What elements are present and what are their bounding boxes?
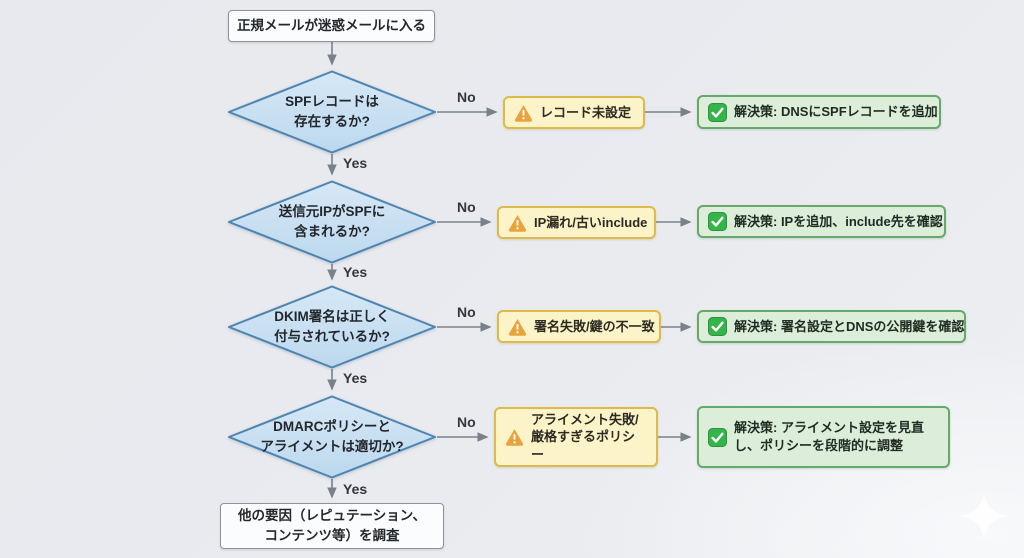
question-line: アライメントは適切か? xyxy=(260,439,404,454)
warning-triangle-icon xyxy=(508,214,527,232)
warning-label: レコード未設定 xyxy=(540,104,632,120)
decision-dkim-signature: DKIM署名は正しく 付与されているか? xyxy=(227,285,437,369)
end-node-line: 他の要因（レピュテーション、 xyxy=(238,508,426,524)
warning-label: IP漏れ/古いinclude xyxy=(534,214,648,230)
decision-dmarc-policy-label: DMARCポリシーと アライメントは適切か? xyxy=(227,395,437,479)
solution-add-spf-record: 解決策: DNSにSPFレコードを追加 xyxy=(697,95,941,129)
decision-spf-record-label: SPFレコードは 存在するか? xyxy=(227,70,437,154)
decision-dmarc-policy: DMARCポリシーと アライメントは適切か? xyxy=(227,395,437,479)
solution-adjust-alignment-policy: 解決策: アライメント設定を見直し、ポリシーを段階的に調整 xyxy=(697,406,950,468)
yes-label: Yes xyxy=(343,481,368,497)
yes-label: Yes xyxy=(343,155,368,171)
question-line: 付与されているか? xyxy=(274,329,390,344)
warning-signature-mismatch: 署名失敗/鍵の不一致 xyxy=(497,310,661,343)
no-label: No xyxy=(457,304,476,320)
question-line: 存在するか? xyxy=(294,114,370,129)
check-square-icon xyxy=(708,427,727,447)
solution-label: 解決策: IPを追加、include先を確認 xyxy=(734,213,943,229)
no-label: No xyxy=(457,414,476,430)
warning-ip-include: IP漏れ/古いinclude xyxy=(497,206,656,239)
question-line: 含まれるか? xyxy=(294,224,370,239)
solution-label: 解決策: アライメント設定を見直し、ポリシーを段階的に調整 xyxy=(734,420,924,453)
warning-record-missing: レコード未設定 xyxy=(503,96,645,129)
warning-label: 署名失敗/鍵の不一致 xyxy=(534,318,655,334)
start-node: 正規メールが迷惑メールに入る xyxy=(228,10,435,42)
check-square-icon xyxy=(708,102,727,122)
question-line: DKIM署名は正しく xyxy=(274,308,390,324)
end-node-line: コンテンツ等）を調査 xyxy=(264,528,400,543)
end-node: 他の要因（レピュテーション、 コンテンツ等）を調査 xyxy=(220,503,444,549)
yes-label: Yes xyxy=(343,370,368,386)
decision-spf-record: SPFレコードは 存在するか? xyxy=(227,70,437,154)
decision-dkim-signature-label: DKIM署名は正しく 付与されているか? xyxy=(227,285,437,369)
warning-alignment-policy: アライメント失敗/厳格すぎるポリシー xyxy=(494,407,658,467)
diamond-shape xyxy=(228,180,436,264)
warning-label: アライメント失敗/厳格すぎるポリシー xyxy=(531,411,639,462)
question-line: 送信元IPがSPFに xyxy=(278,203,386,219)
warning-triangle-icon xyxy=(508,318,527,336)
diamond-shape xyxy=(228,285,436,369)
sparkle-icon xyxy=(960,492,1008,540)
solution-label: 解決策: 署名設定とDNSの公開鍵を確認 xyxy=(734,318,965,334)
decision-sender-ip: 送信元IPがSPFに 含まれるか? xyxy=(227,180,437,264)
diamond-shape xyxy=(228,70,436,154)
check-square-icon xyxy=(708,317,727,336)
question-line: DMARCポリシーと xyxy=(273,418,391,434)
solution-check-dkim-dns-key: 解決策: 署名設定とDNSの公開鍵を確認 xyxy=(697,310,966,343)
warning-triangle-icon xyxy=(514,104,533,122)
no-label: No xyxy=(457,89,476,105)
check-square-icon xyxy=(708,212,727,231)
yes-label: Yes xyxy=(343,264,368,280)
start-node-label: 正規メールが迷惑メールに入る xyxy=(237,18,426,34)
no-label: No xyxy=(457,199,476,215)
decision-sender-ip-label: 送信元IPがSPFに 含まれるか? xyxy=(227,180,437,264)
solution-add-ip-check-include: 解決策: IPを追加、include先を確認 xyxy=(697,205,946,238)
question-line: SPFレコードは xyxy=(285,93,379,109)
warning-triangle-icon xyxy=(505,429,524,446)
diamond-shape xyxy=(228,395,436,479)
solution-label: 解決策: DNSにSPFレコードを追加 xyxy=(734,104,938,120)
